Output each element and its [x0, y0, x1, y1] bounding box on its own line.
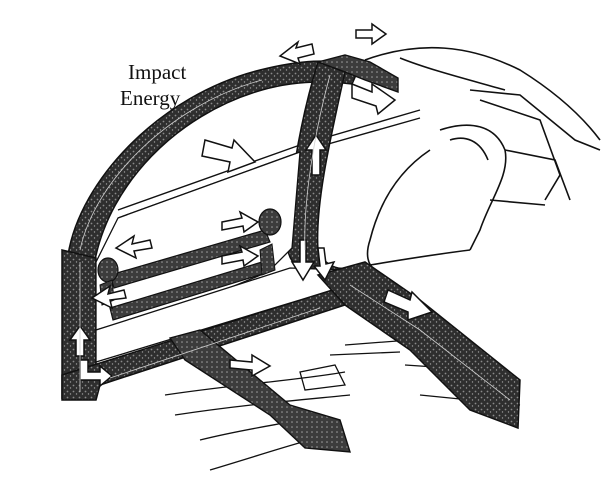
- door-impact-beams: [97, 208, 282, 321]
- energy-flow-arrows: [68, 22, 434, 388]
- arrow-beam-upper-right: [221, 210, 260, 234]
- arrow-beam-upper-left: [114, 234, 153, 260]
- arrow-b-pillar-split: [290, 239, 316, 282]
- impact-label-line2: Energy: [120, 86, 181, 110]
- impact-label-line1: Impact: [128, 60, 187, 84]
- texture-lines: [79, 74, 511, 401]
- arrow-b-pillar-up: [304, 133, 328, 176]
- arrow-roof-left: [278, 39, 315, 66]
- arrow-window: [201, 138, 257, 174]
- arrow-roof-down: [351, 82, 397, 116]
- arrow-roof-right: [355, 22, 388, 46]
- lower-front-rail: [168, 329, 351, 453]
- floor-crossmember: [316, 261, 521, 430]
- arrow-lower-rail: [229, 353, 272, 378]
- arrow-beam-lower-left: [90, 284, 127, 310]
- rear-body-outline: [364, 46, 601, 271]
- arrow-beam-lower-right: [221, 244, 260, 268]
- arrow-floor-right: [383, 288, 434, 322]
